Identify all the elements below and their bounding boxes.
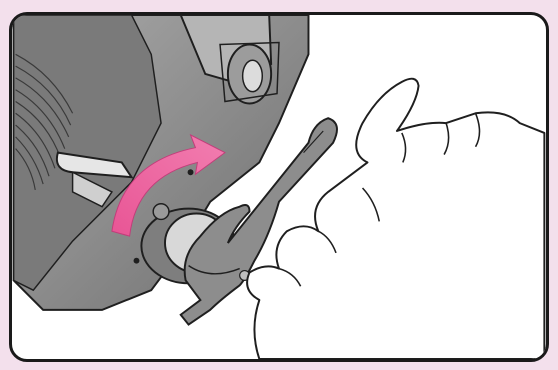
illustration-frame: [9, 12, 549, 362]
hand-illustration: [247, 79, 544, 359]
illustration-svg: [12, 15, 546, 359]
